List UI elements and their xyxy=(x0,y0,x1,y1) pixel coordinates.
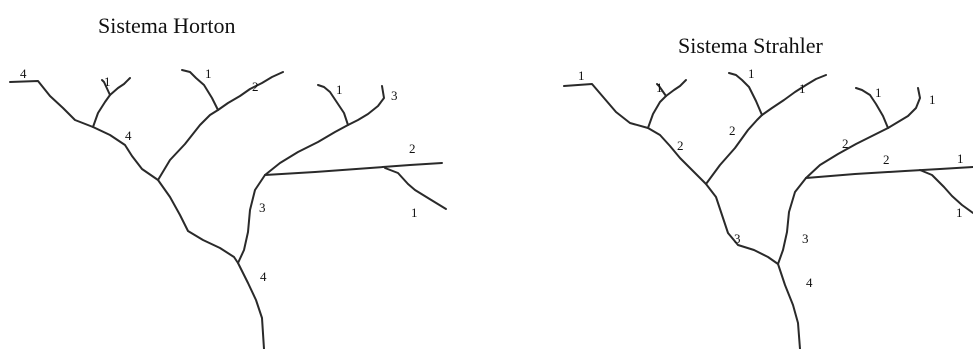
strahler-order-label: 1 xyxy=(875,85,882,100)
strahler-order-label: 1 xyxy=(957,151,964,166)
horton-network xyxy=(9,69,447,349)
horton-segment xyxy=(217,71,284,111)
strahler-segment xyxy=(665,79,687,97)
strahler-segment xyxy=(563,83,801,349)
strahler-order-label: 1 xyxy=(956,205,963,220)
horton-segment xyxy=(9,80,265,349)
horton-order-label: 1 xyxy=(411,205,418,220)
horton-order-label: 4 xyxy=(260,269,267,284)
horton-segment xyxy=(264,124,349,176)
horton-segment xyxy=(237,174,266,264)
strahler-segment xyxy=(919,169,973,214)
strahler-order-label: 1 xyxy=(929,92,936,107)
horton-order-label: 3 xyxy=(259,200,266,215)
strahler-order-label: 1 xyxy=(578,68,585,83)
strahler-segment xyxy=(647,95,667,129)
horton-order-label: 1 xyxy=(336,82,343,97)
horton-order-label: 4 xyxy=(125,128,132,143)
strahler-order-label: 2 xyxy=(842,136,849,151)
strahler-order-label: 4 xyxy=(806,275,813,290)
strahler-order-label: 2 xyxy=(729,123,736,138)
strahler-order-label: 1 xyxy=(656,80,663,95)
horton-order-label: 1 xyxy=(205,66,212,81)
strahler-segment xyxy=(855,87,889,129)
horton-segment xyxy=(109,77,131,96)
horton-segment xyxy=(347,85,385,126)
horton-order-label: 2 xyxy=(252,79,259,94)
horton-segment xyxy=(92,94,111,128)
horton-order-label: 3 xyxy=(391,88,398,103)
strahler-network xyxy=(563,72,973,349)
strahler-segment xyxy=(656,83,667,97)
horton-order-label: 1 xyxy=(104,74,111,89)
strahler-order-label: 2 xyxy=(677,138,684,153)
strahler-segment xyxy=(777,177,807,265)
horton-segment xyxy=(101,79,111,96)
strahler-segment xyxy=(887,87,921,129)
strahler-title: Sistema Strahler xyxy=(678,33,823,58)
strahler-segment xyxy=(805,127,889,179)
horton-order-label: 2 xyxy=(409,141,416,156)
strahler-segment xyxy=(761,74,827,116)
horton-order-label: 4 xyxy=(20,66,27,81)
strahler-order-label: 3 xyxy=(734,231,741,246)
strahler-order-label: 1 xyxy=(799,81,806,96)
horton-segment xyxy=(317,84,349,126)
horton-segment xyxy=(157,109,219,181)
strahler-segment xyxy=(705,114,763,185)
horton-segment xyxy=(264,162,443,176)
strahler-segment xyxy=(728,72,763,116)
horton-segment xyxy=(181,69,219,111)
strahler-segment xyxy=(805,166,973,179)
horton-segment xyxy=(384,167,447,210)
strahler-order-label: 3 xyxy=(802,231,809,246)
horton-title: Sistema Horton xyxy=(98,13,236,38)
strahler-order-label: 1 xyxy=(748,66,755,81)
strahler-order-label: 2 xyxy=(883,152,890,167)
